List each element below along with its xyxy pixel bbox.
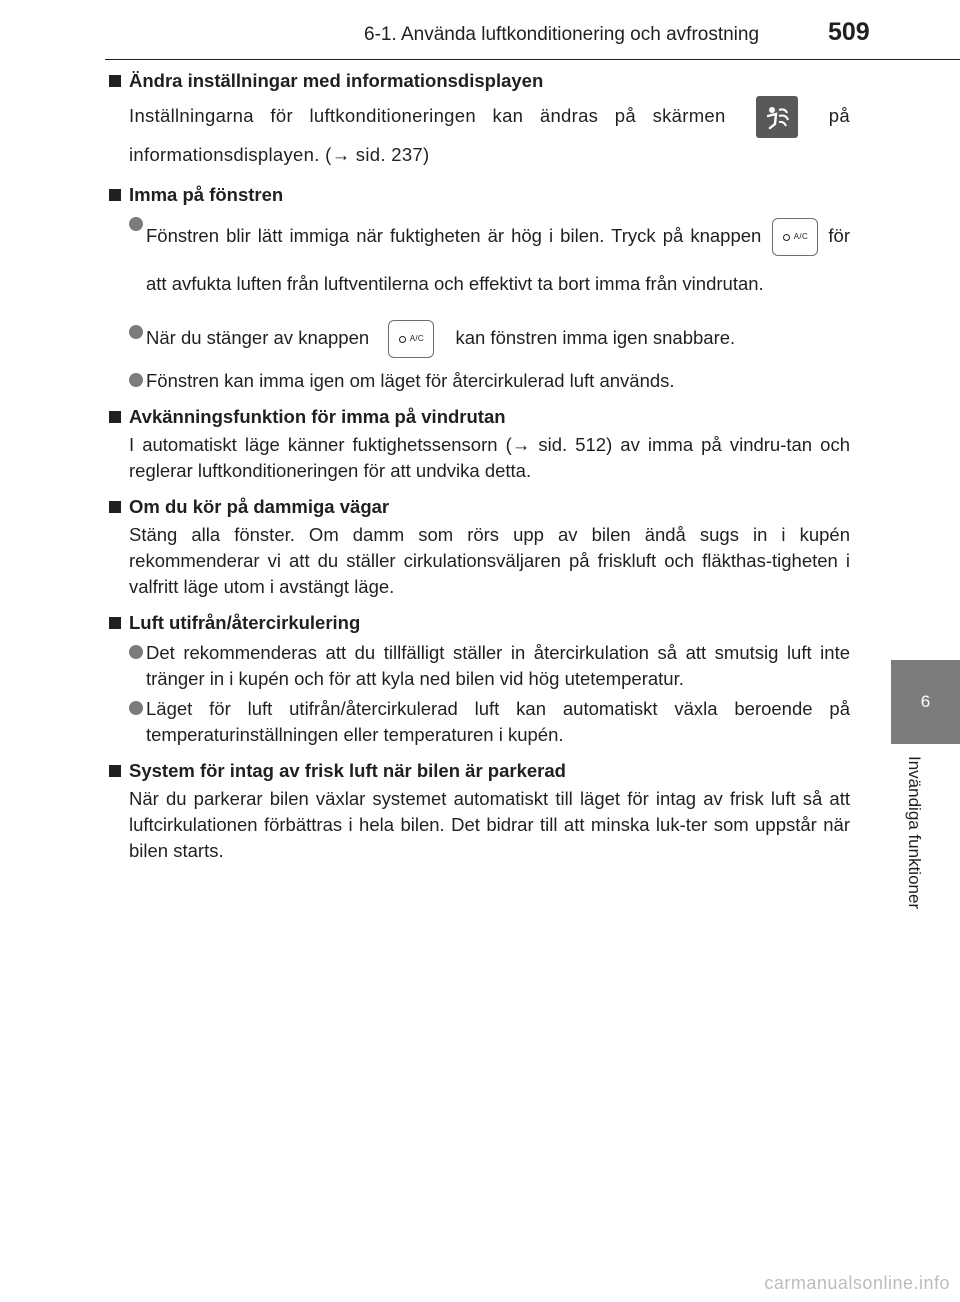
chapter-tab: 6 [891, 660, 960, 744]
ac-indicator-icon [782, 233, 790, 241]
bullet-text: för att avfukta luften från luftventiler… [146, 225, 850, 294]
paragraph: Stäng alla fönster. Om damm som rörs upp… [129, 524, 850, 597]
section-heading: Avkänningsfunktion för imma på vindrutan [105, 404, 850, 430]
section-display-settings: Ändra inställningar med informationsdisp… [105, 68, 850, 172]
bullet-item: Läget för luft utifrån/återcirkulerad lu… [129, 696, 850, 748]
section-heading: Ändra inställningar med informationsdisp… [105, 68, 850, 94]
header-divider [105, 59, 960, 60]
section-parked-fresh-air: System för intag av frisk luft när bilen… [105, 758, 850, 864]
bullet-text: Fönstren blir lätt immiga när fuktighete… [146, 225, 762, 246]
bullet-text: Fönstren kan imma igen om läget för åter… [146, 370, 675, 391]
bullet-text: kan fönstren imma igen snabbare. [455, 326, 736, 348]
section-outside-recirculation: Luft utifrån/återcirkulering Det rekomme… [105, 610, 850, 748]
section-fog-sensing: Avkänningsfunktion för imma på vindrutan… [105, 404, 850, 484]
section-dusty-roads: Om du kör på dammiga vägar Stäng alla fö… [105, 494, 850, 600]
paragraph: Inställningarna för luftkonditioneringen… [129, 96, 850, 172]
section-window-fog: Imma på fönstren Fönstren blir lätt immi… [105, 182, 850, 394]
ac-button-label: A/C [409, 334, 424, 343]
page-number: 509 [828, 18, 870, 46]
ac-button-icon: A/C [388, 320, 435, 358]
watermark: carmanualsonline.info [764, 1273, 950, 1293]
bullet-ac-line: A/C för att avfukta luften från luftvent… [146, 218, 850, 294]
bullet-item: Fönstren blir lätt immiga när fuktighete… [129, 212, 850, 308]
section-title: 6-1. Använda luftkonditionering och avfr… [364, 24, 760, 45]
paragraph-text: Inställningarna för luftkonditioneringen… [129, 104, 726, 126]
ac-indicator-icon [398, 335, 406, 343]
section-heading: System för intag av frisk luft när bilen… [105, 758, 850, 784]
bullet-item: Fönstren kan imma igen om läget för åter… [129, 368, 850, 394]
page-content: Ändra inställningar med informationsdisp… [105, 64, 850, 864]
section-heading: Om du kör på dammiga vägar [105, 494, 850, 520]
chapter-number: 6 [920, 692, 931, 711]
paragraph: När du parkerar bilen växlar systemet au… [129, 788, 850, 861]
ac-button-label: A/C [793, 232, 809, 242]
section-heading: Luft utifrån/återcirkulering [105, 610, 850, 636]
paragraph: I automatiskt läge känner fuktighetssens… [129, 434, 850, 481]
bullet-item: Det rekommenderas att du tillfälligt stä… [129, 640, 850, 692]
paragraph-text: på informationsdisplayen. (→ sid. 237) [129, 104, 850, 165]
section-heading: Imma på fönstren [105, 182, 850, 208]
bullet-text: När du stänger av knappen [146, 326, 370, 348]
climate-screen-icon [756, 96, 799, 138]
chapter-title: Invändiga funktioner [905, 756, 924, 910]
climate-fan-icon [767, 107, 790, 130]
bullet-item: När du stänger av knappen A/C kan fönstr… [129, 320, 850, 358]
ac-button-icon: A/C [772, 218, 819, 257]
